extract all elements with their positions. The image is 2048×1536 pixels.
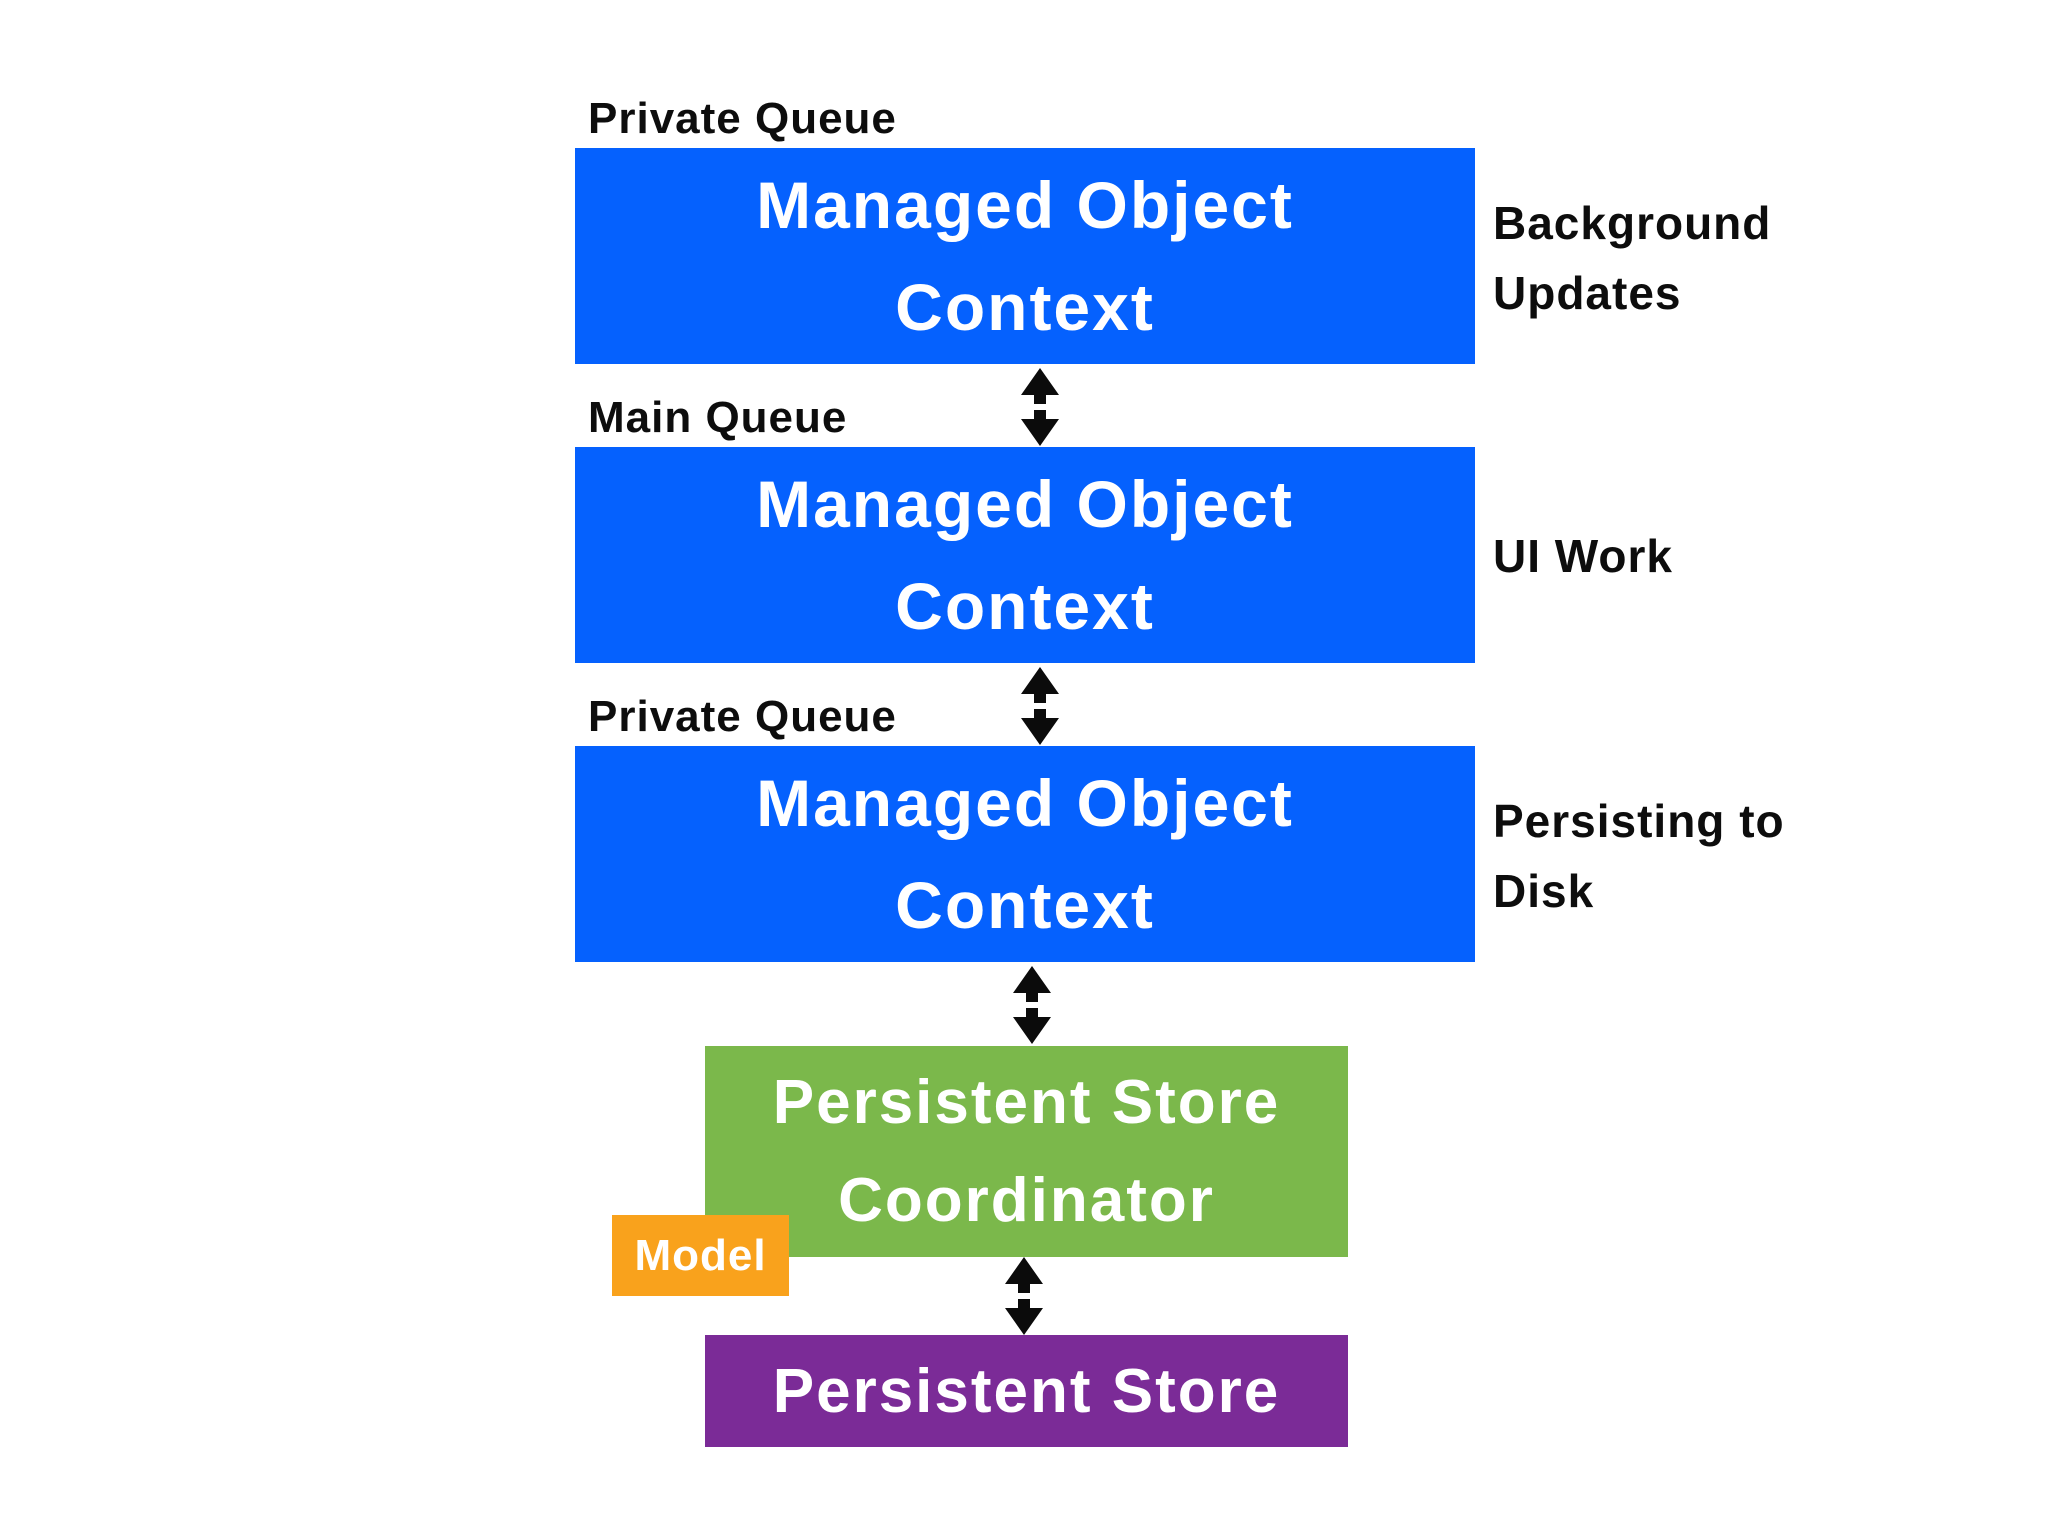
managed-object-context-box-1: Managed Object Context	[575, 148, 1475, 364]
context-box-line2: Context	[895, 868, 1155, 942]
role-label-ui-work: UI Work	[1493, 521, 1673, 591]
role-label-line2: Disk	[1493, 865, 1595, 917]
model-box: Model	[612, 1215, 789, 1296]
context-box-line2: Context	[895, 569, 1155, 643]
coordinator-line1: Persistent Store	[772, 1067, 1281, 1137]
role-label-background-updates: Background Updates	[1493, 188, 1771, 328]
context-box-line1: Managed Object	[756, 168, 1294, 242]
queue-label-main: Main Queue	[588, 393, 848, 442]
persistent-store-box: Persistent Store	[705, 1335, 1348, 1447]
bidirectional-arrow-icon	[1013, 966, 1051, 1044]
bidirectional-arrow-icon	[1021, 667, 1059, 745]
role-label-line1: Persisting to	[1493, 795, 1785, 847]
context-box-line2: Context	[895, 270, 1155, 344]
queue-label-private-1: Private Queue	[588, 94, 897, 143]
context-box-line1: Managed Object	[756, 467, 1294, 541]
queue-label-private-2: Private Queue	[588, 692, 897, 741]
managed-object-context-box-3: Managed Object Context	[575, 746, 1475, 962]
persistent-store-coordinator-box: Persistent Store Coordinator	[705, 1046, 1348, 1257]
role-label-line1: Background	[1493, 197, 1772, 249]
role-label-line2: Updates	[1493, 267, 1682, 319]
context-box-line1: Managed Object	[756, 766, 1294, 840]
role-label-line1: UI Work	[1493, 530, 1673, 582]
bidirectional-arrow-icon	[1021, 368, 1059, 446]
store-label: Persistent Store	[772, 1356, 1281, 1426]
bidirectional-arrow-icon	[1005, 1257, 1043, 1335]
coordinator-line2: Coordinator	[838, 1165, 1215, 1235]
model-label: Model	[634, 1230, 767, 1280]
managed-object-context-box-2: Managed Object Context	[575, 447, 1475, 663]
role-label-persisting-to-disk: Persisting to Disk	[1493, 786, 1785, 926]
